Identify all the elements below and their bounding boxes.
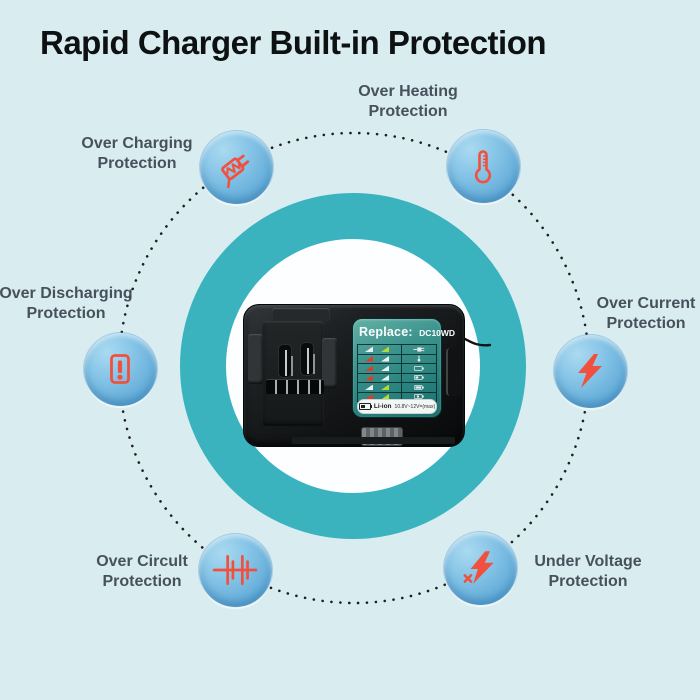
led-triangle-red (365, 356, 373, 362)
battery-type-label: Li-ion (373, 403, 392, 410)
brand-label: Replace: (359, 325, 413, 339)
feature-circle-over-heating (446, 129, 520, 203)
terminal-pin (307, 348, 309, 374)
led-triangle-red (365, 375, 373, 381)
led-row (358, 373, 436, 383)
feature-label-line2: Protection (26, 305, 106, 322)
led-row (358, 345, 436, 355)
feature-label-line2: Protection (368, 103, 448, 120)
feature-label-line1: Over Discharging (0, 285, 133, 302)
battery-icon (358, 403, 373, 410)
discharge-warning-icon (110, 354, 130, 384)
led-triangle-white (365, 384, 373, 390)
lightning-x-icon (463, 551, 494, 584)
circuit-symbol-icon (212, 555, 258, 585)
led-triangle-white (381, 356, 389, 362)
led-triangle-white (381, 365, 389, 371)
feature-label-line2: Protection (102, 573, 182, 590)
contact-block-row (266, 379, 324, 394)
feature-label-line1: Over Current (596, 295, 696, 312)
led-triangle-red (365, 365, 373, 371)
feature-label-line1: Over Charging (81, 135, 193, 152)
feature-label-over-circuit: Over Circult Protection (52, 552, 232, 592)
feature-circle-under-voltage (443, 531, 517, 605)
led-row (358, 354, 436, 364)
side-groove (446, 348, 462, 396)
led-triangle-green (381, 384, 389, 390)
feature-circle-over-current (553, 334, 627, 408)
feature-label-over-current: Over Current Protection (556, 294, 700, 334)
feature-label-over-discharging: Over Discharging Protection (0, 284, 156, 324)
thermometer-icon (402, 355, 436, 364)
feature-circle-over-circuit (198, 533, 272, 607)
feature-label-line2: Protection (606, 315, 686, 332)
led-triangle-green (381, 346, 389, 352)
led-row (358, 364, 436, 374)
led-cell (358, 392, 402, 401)
feature-label-line1: Over Circult (96, 553, 188, 570)
feature-label-under-voltage: Under Voltage Protection (498, 552, 678, 592)
page-title: Rapid Charger Built-in Protection (40, 24, 547, 61)
battery-low-icon (402, 364, 436, 373)
led-triangle-red (365, 394, 373, 400)
feature-label-line1: Under Voltage (534, 553, 642, 570)
thermometer-icon (474, 150, 492, 184)
charging-plug-icon (221, 154, 250, 189)
feature-circle-over-discharging (83, 332, 157, 406)
feature-label-line2: Protection (97, 155, 177, 172)
mount-rail-right (322, 338, 337, 388)
led-cell (358, 354, 402, 363)
battery-moon-icon (402, 393, 436, 402)
led-triangle-white (365, 346, 373, 352)
model-label: DC10WD (419, 328, 456, 338)
liion-pill: Li-ion 10.8V~12V=(max) (357, 399, 437, 414)
feature-label-line2: Protection (548, 573, 628, 590)
led-triangle-green (381, 394, 389, 400)
feature-label-line1: Over Heating (358, 83, 458, 100)
led-cell (358, 345, 402, 354)
mount-rail-left (248, 334, 263, 384)
led-cell (358, 383, 402, 392)
charger-label-panel: Replace: DC10WD Li-ion 10.8V~12V=(max) (352, 318, 455, 418)
terminal-pin (313, 354, 315, 374)
led-triangle-white (381, 375, 389, 381)
charger-label-header: Replace: DC10WD (353, 319, 455, 341)
led-row (358, 383, 436, 393)
terminal-pin (291, 356, 293, 376)
base-bar (292, 437, 455, 444)
plug-icon (402, 345, 436, 354)
feature-label-over-charging: Over Charging Protection (47, 134, 227, 174)
led-cell (358, 373, 402, 382)
led-row (358, 392, 436, 402)
led-indicator-table (357, 344, 437, 402)
battery-high-icon (402, 383, 436, 392)
feature-label-over-heating: Over Heating Protection (318, 82, 498, 122)
terminal-pin (285, 350, 287, 376)
led-cell (358, 364, 402, 373)
lightning-bolt-icon (578, 354, 602, 388)
feature-circle-over-charging (199, 130, 273, 204)
voltage-label: 10.8V~12V=(max) (394, 403, 436, 410)
charger-top-tab (272, 308, 330, 322)
battery-mid-icon (402, 374, 436, 383)
